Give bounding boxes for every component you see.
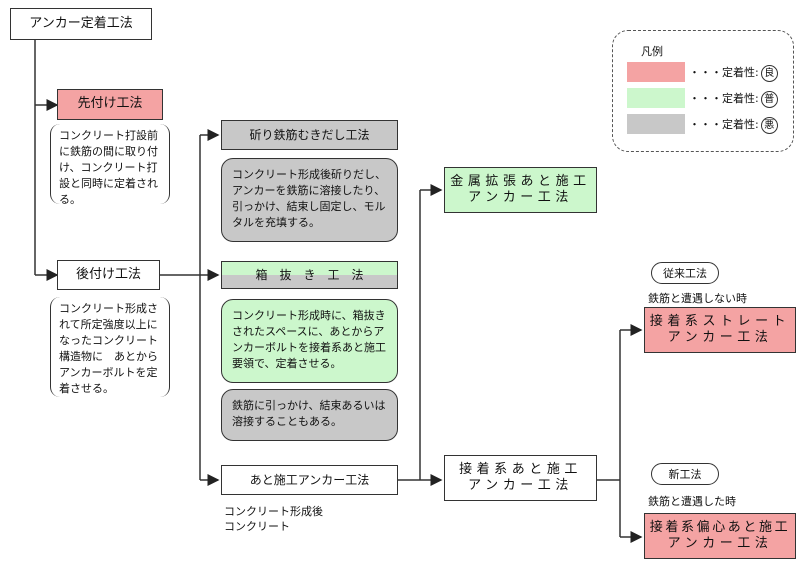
secchaku-line-2: アンカー工法 <box>468 478 573 493</box>
atosekou-box: あと施工アンカー工法 <box>221 465 398 495</box>
henshin-line-2: アンカー工法 <box>667 536 773 551</box>
hatsuri-box: 斫り鉄筋むきだし工法 <box>221 120 398 150</box>
kinzoku-line-1: 金属拡張あと施工 <box>450 173 591 189</box>
legend-item-good: ・・・定着性:良 <box>689 64 778 82</box>
legend-text-bad: ・・・定着性: <box>689 118 759 131</box>
legend-title: 凡例 <box>641 45 663 58</box>
secchaku-line-1: 接着系あと施工 <box>459 461 582 477</box>
henshin-box: 接着系偏心あと施工 アンカー工法 <box>644 513 796 559</box>
legend-mark-good: 良 <box>760 65 778 82</box>
hakonuki-box: 箱 抜 き 工 法 <box>221 261 398 289</box>
legend-swatch-normal <box>627 88 685 108</box>
straight-line-2: アンカー工法 <box>667 330 773 345</box>
legend-item-normal: ・・・定着性:普 <box>689 90 778 108</box>
legend-text-good: ・・・定着性: <box>689 66 759 79</box>
henshin-line-1: 接着系偏心あと施工 <box>649 519 791 535</box>
atosekou-sub-1: コンクリート形成後 <box>224 505 323 518</box>
hatsuri-note: コンクリート形成後斫りだし、アンカーを鉄筋に溶接したり、引っかけ、結束し固定し、… <box>221 158 398 242</box>
legend-swatch-good <box>627 62 685 82</box>
jurai-pill: 従来工法 <box>651 262 719 284</box>
atosekou-sub-2: コンクリート <box>224 520 290 533</box>
straight-line-1: 接着系ストレート <box>649 313 791 329</box>
title-box: アンカー定着工法 <box>10 8 152 40</box>
legend-text-normal: ・・・定着性: <box>689 92 759 105</box>
legend: 凡例 ・・・定着性:良 ・・・定着性:普 ・・・定着性:悪 <box>612 30 794 152</box>
sakizuke-box: 先付け工法 <box>57 89 163 120</box>
legend-item-bad: ・・・定着性:悪 <box>689 116 778 134</box>
hakonuki-note: コンクリート形成時に、箱抜きされたスペースに、あとからアンカーボルトを接着系あと… <box>221 299 398 383</box>
legend-swatch-bad <box>627 114 685 134</box>
legend-mark-normal: 普 <box>760 91 778 108</box>
jurai-note: 鉄筋と遭遇しない時 <box>648 292 747 305</box>
shin-note: 鉄筋と遭遇した時 <box>648 495 736 508</box>
sakizuke-note: コンクリート打設前に鉄筋の間に取り付け、コンクリート打設と同時に定着される。 <box>50 124 170 206</box>
atozuke-note: コンクリート形成されて所定強度以上になったコンクリート構造物に あとからアンカー… <box>50 297 170 397</box>
shin-pill: 新工法 <box>651 463 719 485</box>
atozuke-box: 後付け工法 <box>57 260 160 290</box>
kinzoku-box: 金属拡張あと施工 アンカー工法 <box>444 167 597 213</box>
secchaku-box: 接着系あと施工 アンカー工法 <box>444 455 597 501</box>
kinzoku-line-2: アンカー工法 <box>468 190 573 205</box>
hakonuki-note-2: 鉄筋に引っかけ、結束あるいは溶接することもある。 <box>221 389 398 441</box>
legend-mark-bad: 悪 <box>760 117 778 134</box>
straight-box: 接着系ストレート アンカー工法 <box>644 307 796 353</box>
hakonuki-label: 箱 抜 き 工 法 <box>255 267 364 282</box>
